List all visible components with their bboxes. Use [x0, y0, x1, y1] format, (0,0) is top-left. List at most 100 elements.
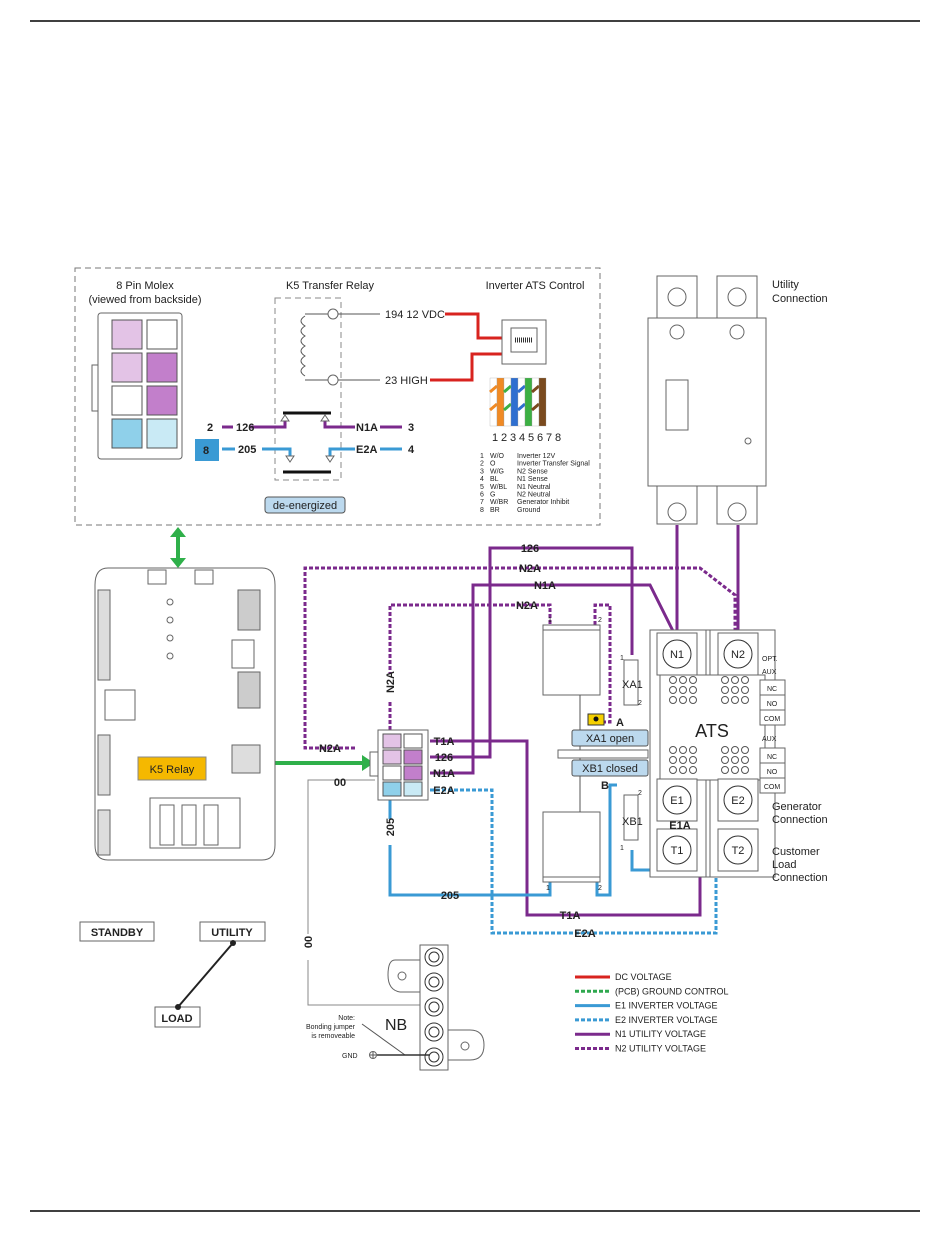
wire-label-w126: 126 — [435, 752, 453, 764]
ats-contact — [721, 686, 729, 694]
aux-contact-label: NO — [767, 769, 778, 776]
ats-contact — [669, 756, 677, 764]
pin-number: 1 — [492, 432, 498, 444]
relay-state-badge: de-energized — [273, 500, 337, 512]
controller-board: K5 Relay — [94, 567, 276, 861]
molex-pin — [146, 352, 178, 383]
aux-contact-label: NC — [767, 686, 777, 693]
wire-126-label: 126 — [236, 422, 254, 434]
pinout-description: Generator Inhibit — [517, 499, 569, 506]
neutral-bar: NB Note: Bonding jumper is removeable GN… — [306, 944, 485, 1071]
vdc-label: 194 12 VDC — [385, 309, 445, 321]
ats-contact — [669, 686, 677, 694]
ats-contact — [689, 766, 697, 774]
wire-label-e2a: E2A — [574, 928, 595, 940]
pin-number: 2 — [501, 432, 507, 444]
terminal-number: 1 — [548, 617, 552, 624]
pin-number: 4 — [519, 432, 525, 444]
pinout-color: O — [490, 461, 496, 468]
wire-label-b: B — [601, 780, 609, 792]
terminal-label-n1: N1 — [670, 649, 684, 661]
pinout-color: BL — [490, 476, 499, 483]
n1a-label: N1A — [356, 422, 378, 434]
breaker-label-1: Utility — [772, 279, 799, 291]
pin2-label: 2 — [207, 422, 213, 434]
pinout-color: BR — [490, 507, 500, 514]
ats-contact — [679, 686, 687, 694]
xa1-state: XA1 open — [586, 733, 634, 745]
legend-label: N1 UTILITY VOLTAGE — [615, 1029, 706, 1039]
pin-number: 5 — [528, 432, 534, 444]
pinout-color: G — [490, 492, 495, 499]
rj45-wire — [538, 377, 547, 427]
terminal-number: 1 — [620, 845, 624, 852]
terminal-number: 2 — [598, 885, 602, 892]
nb-label: NB — [385, 1017, 407, 1034]
molex-subtitle: (viewed from backside) — [88, 294, 201, 306]
ats-contact — [679, 676, 687, 684]
pinout-color: W/BL — [490, 484, 507, 491]
terminal-number: 1 — [620, 655, 624, 662]
ats-contact — [741, 696, 749, 704]
aux-contact-label: COM — [764, 716, 781, 723]
pin4-label: 4 — [408, 444, 415, 456]
customer-label-3: Connection — [772, 872, 828, 884]
wire-label-n1a: N1A — [433, 768, 455, 780]
aux2-label: AUX — [762, 736, 777, 743]
customer-label-1: Customer — [772, 846, 820, 858]
pinout-color: W/G — [490, 468, 504, 475]
ats-contact — [721, 766, 729, 774]
ats-contact — [741, 686, 749, 694]
wire-label-t1a: T1A — [560, 910, 581, 922]
aux-contact-com — [759, 777, 786, 794]
molex-pin — [111, 319, 143, 350]
molex-pin — [111, 385, 143, 416]
pinout-number: 3 — [480, 468, 484, 475]
pinout-number: 7 — [480, 499, 484, 506]
ats-contact — [721, 696, 729, 704]
ats-contact — [669, 696, 677, 704]
aux-contact-label: NO — [767, 701, 778, 708]
rj45-wire-stripe — [489, 384, 498, 412]
detail-box — [74, 267, 601, 526]
pin-number: 3 — [510, 432, 516, 444]
wire-label-n2a: N2A — [516, 600, 538, 612]
ats-contact — [731, 686, 739, 694]
standby-label: STANDBY — [91, 927, 144, 939]
terminal-t2 — [723, 835, 753, 865]
wire-label-w00: 00 — [334, 777, 346, 789]
ats-contact — [669, 746, 677, 754]
aux-contact-com — [759, 709, 786, 726]
rj45-wire-stripe — [503, 384, 512, 412]
terminal-label-n2: N2 — [731, 649, 745, 661]
ats-contact — [669, 676, 677, 684]
ats-contact — [689, 756, 697, 764]
pinout-description: Ground — [517, 507, 540, 514]
terminal-t1 — [662, 835, 692, 865]
terminal-number: 2 — [598, 617, 602, 624]
wire-label-n1a: N1A — [534, 580, 556, 592]
pinout-number: 5 — [480, 484, 484, 491]
ats-contact — [731, 696, 739, 704]
coil-icon — [300, 315, 306, 377]
terminal-label-t1: T1 — [671, 845, 684, 857]
terminal-e2 — [723, 785, 753, 815]
wire-label-w205: 205 — [441, 890, 459, 902]
legend-label: E2 INVERTER VOLTAGE — [615, 1015, 718, 1025]
rj45-wire — [524, 377, 533, 427]
xb1-state: XB1 closed — [582, 763, 638, 775]
ats-contact — [731, 766, 739, 774]
note-1: Note: — [338, 1015, 355, 1022]
rj45-wire — [510, 377, 519, 427]
terminal-number: 2 — [638, 790, 642, 797]
aux-label: AUX — [762, 669, 777, 676]
pinout-description: N1 Neutral — [517, 484, 551, 491]
pin8-label: 8 — [203, 445, 209, 457]
breaker-label-2: Connection — [772, 293, 828, 305]
wire-label-e2a: E2A — [433, 785, 454, 797]
relay-title: K5 Transfer Relay — [286, 280, 375, 292]
